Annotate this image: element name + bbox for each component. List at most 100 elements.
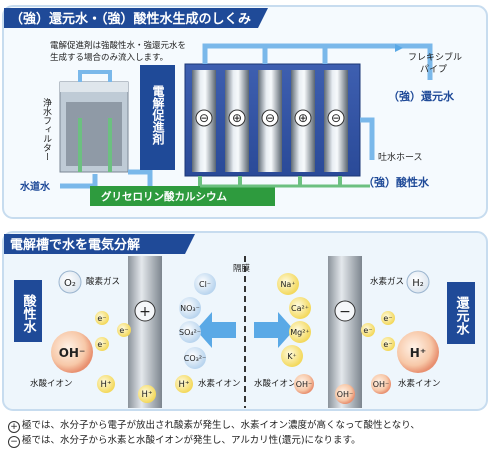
cell-electrode-sign-circle-4 — [294, 109, 312, 127]
promoter-note-line2: 生成する場合のみ流入します。 — [50, 52, 168, 63]
oxygen-gas-label: 酸素ガス — [86, 276, 120, 287]
bottom-title: 電解槽で水を電気分解 — [10, 237, 140, 253]
h-plus-small-3 — [175, 375, 193, 393]
bottom-title-banner — [4, 234, 195, 254]
cathode-sign: − — [339, 304, 351, 320]
cell-electrode-sign-circle-5 — [327, 109, 345, 127]
footnote-text-1: 極では、水分子から電子が放出され酸素が発生し、水素イオン濃度が高くなって酸性とな… — [22, 420, 420, 431]
flex-pipe-arrow — [395, 44, 403, 52]
anode-electrode — [128, 256, 162, 408]
glycerol-label: グリセロリン酸カルシウム — [101, 190, 227, 203]
hydrogen-ion-label-right: 水素イオン — [398, 378, 441, 389]
top-output-pipes — [202, 43, 410, 64]
anion-ball-4 — [184, 347, 206, 369]
h-big-label: H⁺ — [410, 346, 426, 360]
oh-small-2 — [335, 384, 355, 404]
cell-electrode-sign-circle-1 — [195, 109, 213, 127]
ion-migration-arrow-right — [254, 312, 294, 348]
anion-ball-3 — [179, 321, 201, 343]
promoter-box — [140, 65, 175, 170]
h-plus-small-3-label: H⁺ — [179, 380, 190, 390]
o2-label: O₂ — [64, 278, 76, 289]
top-title-banner — [4, 8, 268, 28]
hydroxide-ion-label-left: 水酸イオン — [30, 378, 73, 389]
cation-ball-3 — [289, 321, 311, 343]
cathode-electrode — [328, 256, 362, 408]
cation-ball-1 — [277, 273, 299, 295]
plus-pole-icon: + — [8, 421, 20, 433]
anode-sign: + — [139, 304, 151, 320]
filter-label: 浄水フィルター — [41, 97, 52, 161]
cation-ball-2 — [289, 297, 311, 319]
cation-label-2: Ca²⁺ — [291, 304, 309, 313]
h-plus-small-2-label: H⁺ — [142, 390, 153, 400]
electron-ball-6 — [381, 337, 395, 351]
oh-small-3-label: OH⁻ — [373, 380, 390, 389]
anion-ball-1 — [194, 273, 216, 295]
alk-side-label: 還元水 — [454, 295, 470, 336]
o2-bubble — [58, 270, 82, 294]
flex-pipe-label-2: パイプ — [420, 64, 447, 75]
h2-label: H₂ — [412, 278, 424, 289]
electron-label-4: e⁻ — [383, 314, 392, 323]
membrane-label: 隔膜 — [233, 263, 251, 274]
electron-ball-2 — [117, 323, 131, 337]
cell-electrode-sign-4: ⊕ — [298, 111, 308, 125]
hydrogen-ion-label-mid: 水素イオン — [198, 378, 241, 389]
green-bottom-flow — [198, 176, 342, 186]
alk-side-box — [447, 282, 475, 344]
acid-water-label: （強）酸性水 — [363, 175, 430, 189]
promoter-note-line1: 電解促進剤は強酸性水・強還元水を — [50, 40, 186, 51]
footnote-line-1: +極では、水分子から電子が放出され酸素が発生し、水素イオン濃度が高くなって酸性と… — [8, 417, 420, 433]
h-plus-small-2 — [138, 385, 156, 403]
promoter-label: 電解促進剤 — [151, 85, 165, 146]
tap-water-label: 水道水 — [19, 180, 51, 193]
anion-ball-2 — [179, 297, 201, 319]
oh-big-ball — [51, 331, 93, 373]
footnote-text-2: 極では、水分子から水素と水酸イオンが発生し、アルカリ性(還元)になります。 — [22, 435, 361, 446]
reduced-water-pipe — [410, 43, 433, 80]
ion-migration-arrow-left — [196, 312, 236, 348]
cell-electrode-sign-circle-2 — [228, 109, 246, 127]
electron-ball-3 — [95, 337, 109, 351]
anion-label-4: CO₃²⁻ — [184, 354, 207, 363]
cell-electrode-sign-2: ⊕ — [232, 111, 242, 125]
h-big-ball — [397, 331, 439, 373]
electron-label-2: e⁻ — [119, 326, 128, 335]
water-filter-tank — [59, 81, 129, 173]
cathode-sign-circle — [334, 300, 356, 322]
hydroxide-ion-label-mid: 水酸イオン — [254, 378, 297, 389]
cation-label-4: K⁺ — [287, 352, 296, 361]
h2-bubble — [406, 270, 430, 294]
oh-small-3 — [371, 374, 391, 394]
cell-electrode-sign-1: ⊖ — [199, 111, 209, 125]
oh-small-1-label: OH⁻ — [296, 380, 313, 389]
footnote-line-2: −極では、水分子から水素と水酸イオンが発生し、アルカリ性(還元)になります。 — [8, 432, 361, 448]
reduced-water-label: （強）還元水 — [388, 89, 455, 103]
glycerol-bar — [90, 186, 275, 206]
cation-label-1: Na⁺ — [280, 280, 295, 289]
anion-label-3: SO₄²⁻ — [179, 328, 201, 337]
electron-ball-4 — [381, 311, 395, 325]
oh-big-label: OH⁻ — [59, 346, 86, 360]
oh-small-2-label: OH⁻ — [337, 390, 354, 399]
hydrogen-gas-label: 水素ガス — [370, 276, 404, 287]
anion-label-2: NO₃⁻ — [180, 304, 200, 313]
acid-side-label: 酸性水 — [21, 293, 37, 334]
flex-pipe-label-1: フレキシブル — [408, 51, 462, 63]
cation-label-3: Mg²⁺ — [290, 328, 309, 337]
electron-label-3: e⁻ — [97, 340, 106, 349]
electron-ball-5 — [361, 323, 375, 337]
h-plus-small-1 — [97, 375, 115, 393]
cell-electrode-sign-5: ⊖ — [331, 111, 341, 125]
electron-label-1: e⁻ — [97, 314, 106, 323]
h-plus-small-1-label: H⁺ — [101, 380, 112, 390]
electron-label-5: e⁻ — [363, 326, 372, 335]
acid-water-pipe — [360, 117, 375, 160]
anion-label-1: Cl⁻ — [199, 280, 211, 289]
cell-electrode-sign-circle-3 — [261, 109, 279, 127]
oh-small-1 — [294, 374, 314, 394]
filter-top-flow — [78, 70, 112, 82]
electron-ball-1 — [95, 311, 109, 325]
